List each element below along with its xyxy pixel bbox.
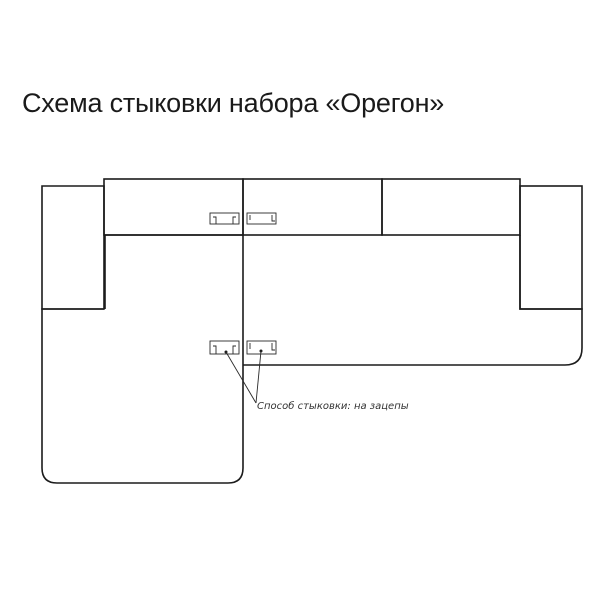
docking-method-annotation: Способ стыковки: на зацепы <box>257 400 409 412</box>
back-section-middle <box>242 178 383 236</box>
hook-connector-top-left <box>209 212 240 225</box>
diagram-title: Схема стыковки набора «Орегон» <box>22 88 445 118</box>
left-armrest <box>41 185 105 310</box>
hook-connector-top-right <box>246 212 277 225</box>
chaise-seat <box>41 234 244 484</box>
main-seat <box>243 235 583 366</box>
right-armrest <box>519 185 583 310</box>
back-section-left <box>103 178 244 236</box>
hook-connector-bottom-right <box>246 340 277 355</box>
back-section-right <box>381 178 521 236</box>
annotation-leader-lines <box>225 350 262 404</box>
hook-connector-bottom-left <box>209 340 240 355</box>
